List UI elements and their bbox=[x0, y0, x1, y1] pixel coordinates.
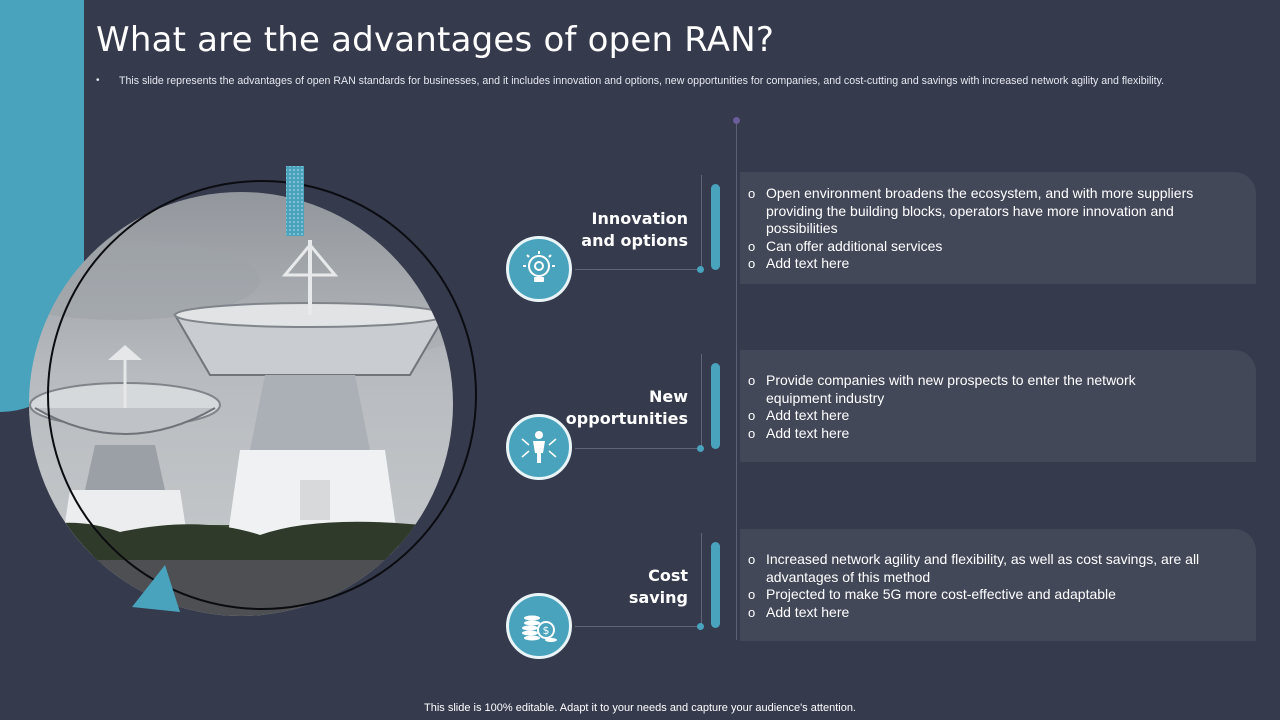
connector-dot bbox=[697, 623, 704, 630]
teal-accent-bar bbox=[711, 363, 720, 449]
advantage-point: Add text here bbox=[740, 425, 1196, 443]
advantage-title-line2: opportunities bbox=[565, 409, 688, 428]
advantage-card: Open environment broadens the ecosystem,… bbox=[740, 172, 1256, 284]
advantage-card: Provide companies with new prospects to … bbox=[740, 350, 1256, 462]
svg-text:$: $ bbox=[543, 624, 550, 637]
advantage-card: Increased network agility and flexibilit… bbox=[740, 529, 1256, 641]
advantage-point: Add text here bbox=[740, 407, 1196, 425]
timeline-line bbox=[736, 120, 737, 640]
advantage-title-line2: and options bbox=[581, 231, 688, 250]
connector-line-vertical bbox=[701, 354, 702, 448]
advantage-point: Open environment broadens the ecosystem,… bbox=[740, 185, 1216, 238]
advantage-point: Projected to make 5G more cost-effective… bbox=[740, 586, 1230, 604]
slide-subtitle: This slide represents the advantages of … bbox=[119, 75, 1165, 87]
slide-title: What are the advantages of open RAN? bbox=[96, 20, 775, 60]
connector-line-vertical bbox=[701, 175, 702, 269]
satellite-dish-photo bbox=[0, 160, 480, 640]
teal-accent-bar bbox=[711, 542, 720, 628]
connector-line-vertical bbox=[701, 533, 702, 626]
advantage-point: Can offer additional services bbox=[740, 238, 1216, 256]
slide-footer: This slide is 100% editable. Adapt it to… bbox=[424, 702, 856, 714]
advantage-title-line1: New bbox=[648, 387, 688, 406]
advantage-title-line1: Cost bbox=[648, 566, 688, 585]
advantage-point: Add text here bbox=[740, 604, 1230, 622]
advantage-point: Increased network agility and flexibilit… bbox=[740, 551, 1230, 586]
advantage-point: Add text here bbox=[740, 255, 1216, 273]
teal-accent-bar bbox=[711, 184, 720, 270]
subtitle-bullet: • bbox=[96, 75, 100, 86]
connector-line bbox=[575, 269, 701, 270]
advantage-title-line2: saving bbox=[628, 588, 688, 607]
connector-line bbox=[575, 626, 701, 627]
connector-line bbox=[575, 448, 701, 449]
advantage-point: Provide companies with new prospects to … bbox=[740, 372, 1196, 407]
advantage-title: Cost saving bbox=[518, 565, 688, 609]
connector-dot bbox=[697, 266, 704, 273]
advantage-title: New opportunities bbox=[518, 386, 688, 430]
advantage-title-line1: Innovation bbox=[591, 209, 688, 228]
person-arrows-icon bbox=[506, 414, 572, 480]
advantage-title: Innovation and options bbox=[518, 208, 688, 252]
coins-dollar-icon: $ bbox=[506, 593, 572, 659]
lightbulb-gear-icon bbox=[506, 236, 572, 302]
timeline-top-dot bbox=[733, 117, 740, 124]
connector-dot bbox=[697, 445, 704, 452]
